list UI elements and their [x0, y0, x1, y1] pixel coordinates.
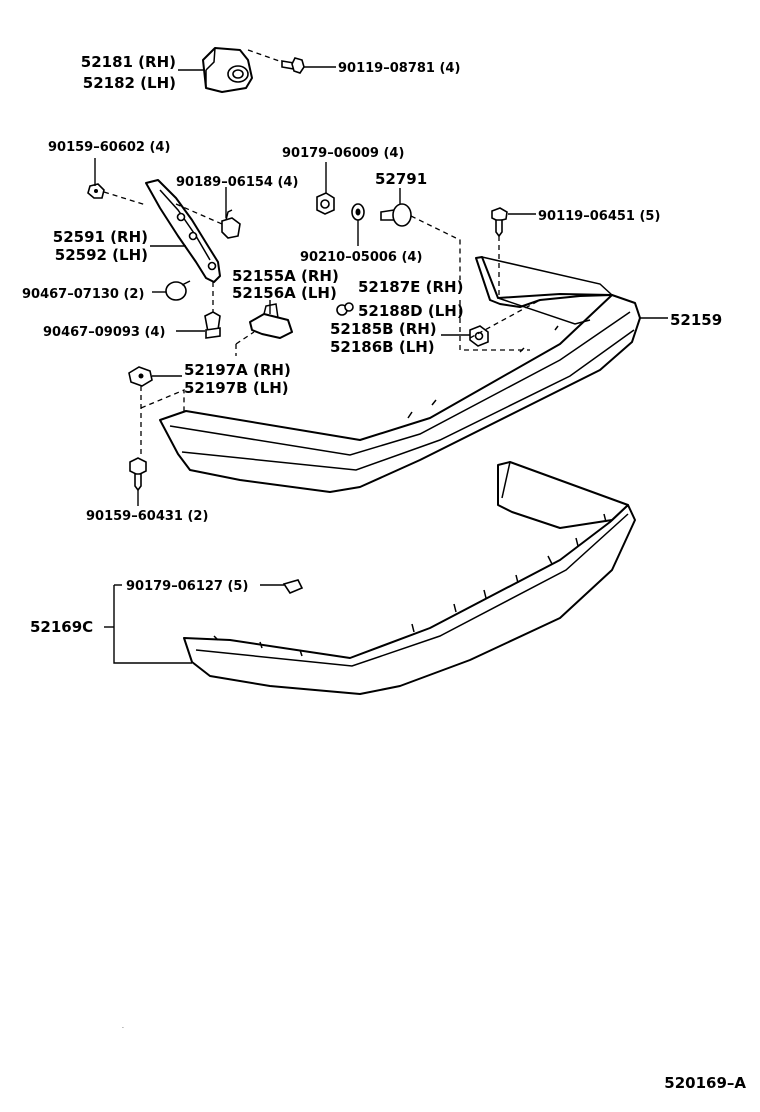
cushion-52791-part [380, 203, 412, 227]
label-52187E: 52187E (RH) [358, 278, 463, 296]
label-90189-06154: 90189–06154 (4) [176, 175, 298, 190]
clip-90189-06154-part [221, 209, 241, 239]
rivet-90467-09093-part [204, 311, 221, 339]
label-52186B: 52186B (LH) [330, 338, 435, 356]
diagram-id: 520169–A [664, 1074, 746, 1092]
bracket-52155A-part [249, 303, 293, 339]
label-52197A: 52197A (RH) [184, 361, 291, 379]
label-52181: 52181 (RH) [81, 53, 176, 71]
label-90210-05006: 90210–05006 (4) [300, 250, 422, 265]
clip-90179-06127-part [282, 579, 304, 594]
label-90159-60602: 90159–60602 (4) [48, 140, 170, 155]
washer-90210-05006-part [351, 203, 365, 221]
absorber-52169C-part [183, 461, 636, 695]
clip-52188D-part [336, 302, 354, 316]
label-90179-06009: 90179–06009 (4) [282, 146, 404, 161]
label-90179-06127: 90179–06127 (5) [126, 579, 248, 594]
label-52197B: 52197B (LH) [184, 379, 289, 397]
bracket-52591-part [145, 179, 221, 283]
bolt-90119-08781-part [281, 57, 305, 74]
label-90159-60431: 90159–60431 (2) [86, 509, 208, 524]
label-52591: 52591 (RH) [53, 228, 148, 246]
label-90467-09093: 90467–09093 (4) [43, 325, 165, 340]
nut-52197A-part [128, 366, 153, 387]
label-52169C: 52169C [30, 618, 93, 636]
label-90467-07130: 90467–07130 (2) [22, 287, 144, 302]
rivet-90467-07130-part [165, 280, 191, 301]
label-90119-06451: 90119–06451 (5) [538, 209, 660, 224]
bolt-90159-60602-part [87, 183, 105, 199]
label-90119-08781: 90119–08781 (4) [338, 61, 460, 76]
label-52791: 52791 [375, 170, 427, 188]
label-52159: 52159 [670, 311, 722, 329]
nut-90179-06009-part [316, 192, 335, 215]
label-52182: 52182 (LH) [83, 74, 176, 92]
retainer-52185B-part [469, 325, 489, 347]
label-52156A: 52156A (LH) [232, 284, 337, 302]
label-52188D: 52188D (LH) [358, 302, 464, 320]
bumper-cover-52159-part [159, 256, 641, 493]
leader-lines [94, 49, 668, 664]
bracket-52181-part [202, 47, 253, 93]
stray-dot: . [122, 1023, 124, 1030]
label-52185B: 52185B (RH) [330, 320, 437, 338]
bolt-90119-06451-part [491, 207, 508, 238]
bolt-90159-60431-part [129, 457, 147, 492]
label-52592: 52592 (LH) [55, 246, 148, 264]
label-52155A: 52155A (RH) [232, 267, 339, 285]
